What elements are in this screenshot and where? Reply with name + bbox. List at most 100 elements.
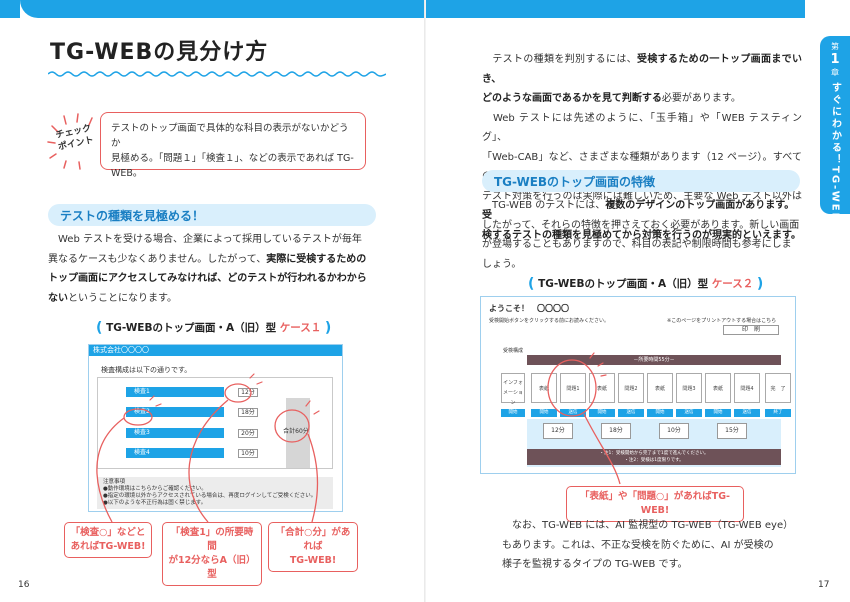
chapter-number: 1 [830,52,840,67]
exam-row-1: 検査1 [126,387,224,397]
notes-line2: ●指定の環境以外からアクセスされている場合は、再度ログインしてご受検ください。 [103,493,317,499]
structure-label: 受検構成 [503,348,524,354]
btn-start-3: 開始 [647,409,673,417]
btn-send-4: 送信 [734,409,760,417]
section1-body: Web テストを受ける場合、企業によって採用しているテストが毎年 異なるケースも… [48,230,378,308]
figure-tgweb-screen-case1: 株式会社〇〇〇〇 検査構成は以下の通りです。 検査1 12分 検査2 18分 検… [88,344,343,512]
s2-line1: TG-WEB のテストには、 [492,200,606,211]
welcome-text: ようこそ！ 〇〇〇〇 [489,304,569,313]
page-number-left: 16 [18,580,30,590]
minutes-4: 15分 [717,423,747,439]
btn-send-2: 送信 [618,409,644,417]
chapter-tab: 第 1 章 すぐにわかる！TG-WEB [820,36,850,222]
top-band-left [0,0,20,18]
intro-line2-bold: どのような画面であるかを見て判断する [482,93,662,104]
section-heading-top-screen: TG-WEBのトップ画面の特徴 [482,170,800,192]
total-time-bar: －所要時間55分－ [527,355,781,365]
right-intro-body: テストの種類を判別するには、受検するための一トップ画面までいき、 どのような画面… [482,50,802,245]
exam-row-4: 検査4 [126,448,224,458]
check-text-line1: テストのトップ画面で具体的な科目の表示がないかどうか [111,123,349,149]
exam-time-3: 20分 [238,429,258,438]
minutes-3: 10分 [659,423,689,439]
callout-exam-time: 「検査1」の所要時間 が12分ならA（旧）型 [162,522,262,586]
btn-send-1: 送信 [560,409,586,417]
page-title: TG-WEBの見分け方 [50,40,269,65]
minutes-1: 12分 [543,423,573,439]
s1-line4: ということになります。 [68,292,177,304]
page-number-right: 17 [818,580,830,590]
cell-question-1: 問題1 [560,373,586,403]
notes-title: 注意事項 [103,479,126,485]
btn-send-3: 送信 [676,409,702,417]
caption-close-bracket: ) [324,320,332,336]
cell-question-2: 問題2 [618,373,644,403]
check-point-rays-icon [47,113,93,170]
caption2-open-bracket: ( [528,276,535,292]
exam-note2: ・注2：受検は1度限りです。 [624,458,684,463]
check-point-box: テストのトップ画面で具体的な科目の表示がないかどうか 見極める。「問題１」「検査… [100,112,366,179]
figure-tgweb-screen-case2: ようこそ！ 〇〇〇〇 受検開始ボタンをクリックする前にお読みください。 ※このペ… [480,296,796,474]
right-outro-body: なお、TG-WEB には、AI 監視型の TG-WEB（TG-WEB eye） … [502,516,802,575]
callout1-line2: あればTG-WEB! [70,541,146,552]
start-hint: 受検開始ボタンをクリックする前にお読みください。 [489,318,610,324]
figure-caption-case1: ( TG-WEBのトップ画面・A（旧）型 ケース１ ) [96,320,331,336]
chapter-suffix: 章 [831,68,839,77]
exam-row-2: 検査2 [126,407,224,417]
cell-cover-1: 表紙 [531,373,557,403]
print-hint: ※このページをプリントアウトする場合はこちら [667,318,777,324]
intro-line5: テスト対策を行うのは実際には難しいため、主要な Web テスト以外は [482,190,802,202]
callout-cover-question: 「表紙」や「問題○」があればTG-WEB! [566,486,744,522]
section2-body: TG-WEB のテストには、複数のデザインのトップ画面があります。 したがって、… [482,196,802,274]
btn-start-info: 開始 [501,409,525,417]
outro-line2: もあります。これは、不正な受検を防ぐために、AI が受検の [502,539,774,551]
cell-question-3: 問題3 [676,373,702,403]
intro-line1-bold: 受検するための一トップ画面までいき、 [482,54,803,85]
cell-complete: 完 了 [765,373,791,403]
caption2-text: TG-WEBのトップ画面・A（旧）型 [538,278,709,290]
caption2-case: ケース２ [711,278,754,290]
notes-box: 注意事項 ●動作環境はこちらからご確認ください。 ●指定の環境以外からアクセスさ… [97,477,333,509]
callout2-connector-lines [547,352,621,485]
outro-line3: 様子を監視するタイプの TG-WEB です。 [502,559,688,570]
callout3-line2: TG-WEB! [289,555,337,566]
caption-case: ケース１ [279,322,322,334]
intro-line2: 必要があります。 [661,93,741,104]
cell-question-4: 問題4 [734,373,760,403]
cell-cover-2: 表紙 [589,373,615,403]
notes-line3: ●以下のような不正行為は固く禁じます。 [103,500,207,506]
exam-time-4: 10分 [238,449,258,458]
callout-exam-number: 「検査○」などと あればTG-WEB! [64,522,152,558]
cell-cover-3: 表紙 [647,373,673,403]
exam-note1: ・注1：受検開始から完了まで1度で進んでください。 [599,451,709,456]
notes-line1: ●動作環境はこちらからご確認ください。 [103,486,207,492]
callout-total-time: 「合計○分」があれば TG-WEB! [268,522,358,572]
btn-finish: 終了 [765,409,791,417]
exam-list-panel: 検査1 12分 検査2 18分 検査3 20分 検査4 10分 合計60分 [97,377,333,469]
section-heading-test-type: テストの種類を見極める！ [48,204,376,226]
s2-line1-bold: 複数のデザインのトップ画面があります。 [605,200,795,211]
s1-line2-bold: 実際に受検するための [266,253,367,265]
minutes-2: 18分 [601,423,631,439]
check-text-line2: 見極める。「問題１」「検査１」、などの表示であれば TG- [111,153,354,164]
exam-time-1: 12分 [238,388,258,397]
callout1-line1: 「検査○」などと [70,527,146,538]
s2-line2: したがって、それらの特徴を押さえておく必要があります。新しい画面 [482,219,800,231]
btn-start-1: 開始 [531,409,557,417]
s1-line4-bold: ない [48,292,68,304]
callout2-line2: が12分ならA（旧）型 [168,555,256,580]
total-time-label: 合計60分 [283,428,309,435]
intro-line5-bold: 受 [482,210,492,221]
caption-text: TG-WEBのトップ画面・A（旧）型 [106,322,277,334]
chapter-title: すぐにわかる！TG-WEB [829,82,841,223]
page-spine [424,0,426,602]
title-wave-underline [48,71,386,77]
callout2-line1: 「検査1」の所要時間 [170,527,254,552]
callout-connector-lines [96,373,320,523]
caption-open-bracket: ( [96,320,103,336]
print-button: 印 刷 [723,325,779,335]
intro-line1: テストの種類を判別するには、 [492,54,638,65]
company-bar: 株式会社〇〇〇〇 [89,345,342,356]
figure-caption-case2: ( TG-WEBのトップ画面・A（旧）型 ケース２ ) [528,276,763,292]
exam-notes-bar: ・注1：受検開始から完了まで1度で進んでください。 ・注2：受検は1度限りです。 [527,449,781,465]
intro-line3: Web テストには先述のように、「玉手箱」や「WEB テスティング」、 [482,112,803,144]
